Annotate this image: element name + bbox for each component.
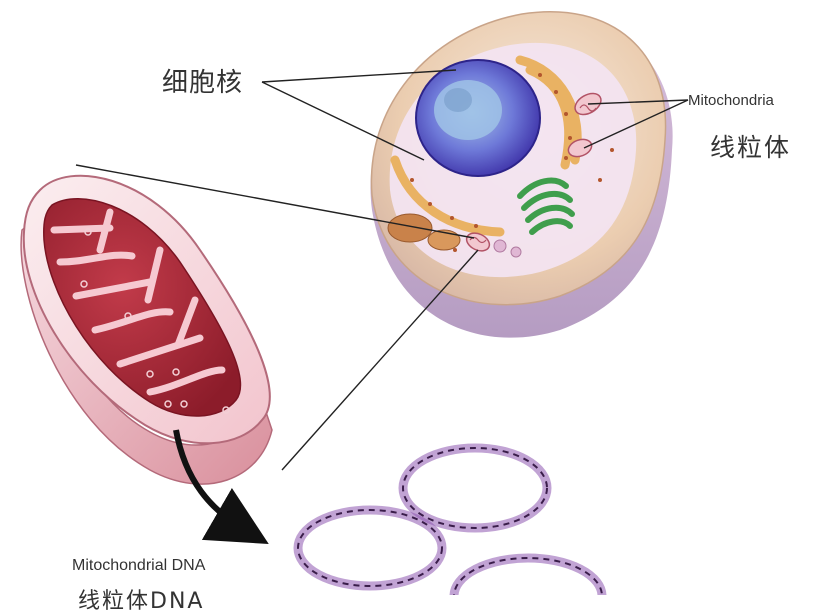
golgi-apparatus [517,177,575,235]
nucleolus [434,80,502,140]
mtdna-ring-top [398,443,552,533]
zoom-leader-bottom [281,249,479,471]
cristae [50,208,226,396]
dna-arrow [173,429,269,545]
mitochondrion-matrix [43,197,242,417]
nucleolus-core [444,88,472,112]
leader-lines [75,69,689,471]
animal-cell [370,11,673,338]
nucleus-leader-2 [261,81,425,161]
vesicles [387,213,522,258]
ribosomes [410,73,614,252]
nucleus-label: 细胞核 [162,68,244,98]
mtdna-ring-left [293,505,447,591]
nucleus-leader-1 [261,69,457,83]
zoom-leader-top [75,164,475,239]
mitochondrion-enlarged [20,174,273,485]
mitochondria-label-zh: 线粒体 [710,133,792,162]
mtdna-ring-right [449,553,607,595]
mito-leader-1 [587,99,689,105]
cell-diagram [20,11,689,595]
mtdna-label-zh: 线粒体DNA [78,589,205,614]
mitochondria-label-en: Mitochondria [688,92,774,109]
mito-leader-2 [583,99,689,149]
mtdna-dots [80,228,230,414]
mtdna-label-en: Mitochondrial DNA [72,557,206,574]
